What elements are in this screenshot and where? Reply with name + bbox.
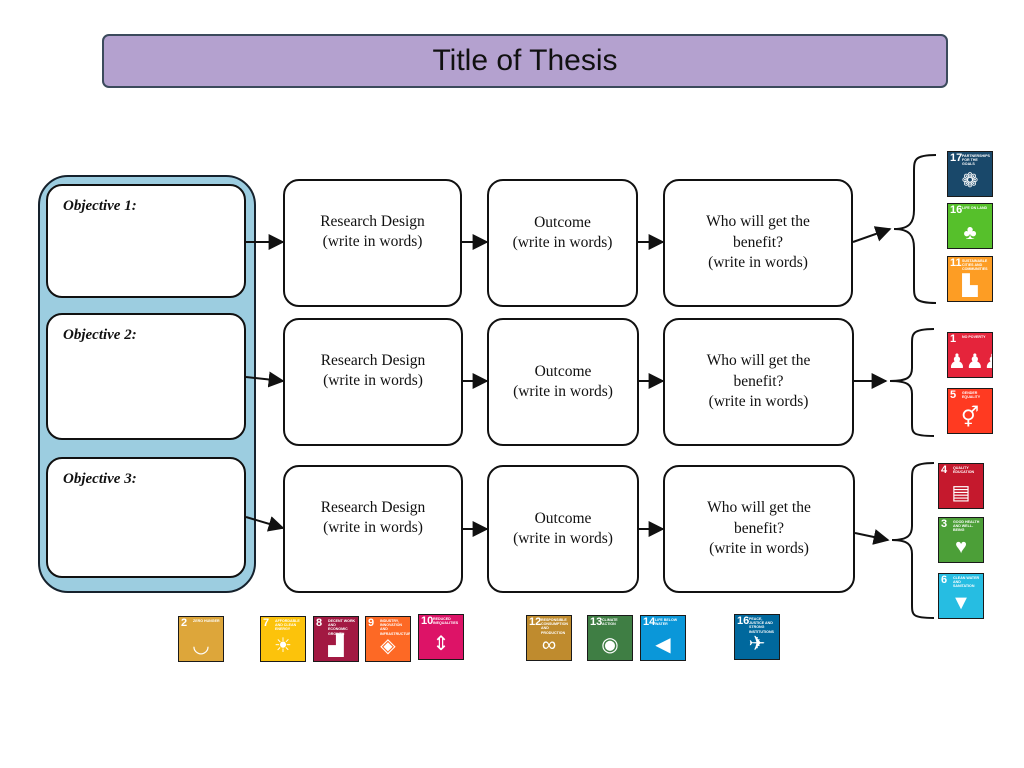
sdg-label: Good health and well-being	[953, 520, 980, 533]
sdg-label: Industry, innovation and infrastructure	[380, 619, 411, 636]
arrow-obj3-rd3	[245, 516, 285, 532]
sdg-label: Responsible consumption and production	[541, 618, 568, 635]
sdg-number: 3	[941, 518, 948, 530]
sdg-3-icon: 3 Good health and well-being ♥	[938, 517, 984, 563]
sdg-7-icon: 7 Affordable and clean energy ☀	[260, 616, 306, 662]
cubes-icon: ◈	[380, 635, 396, 657]
objective-2-box[interactable]: Objective 2:	[46, 313, 246, 440]
sdg-16-icon: 16Life on land ♣	[947, 203, 993, 249]
sdg-number: 4	[941, 464, 948, 476]
sdg-label: Zero hunger	[193, 619, 220, 623]
sdg-number: 6	[941, 574, 948, 586]
water-icon: ▼	[951, 592, 971, 614]
sdg-number: 8	[316, 617, 323, 629]
sdg-number: 10	[421, 615, 434, 627]
sdg-8-icon: 8 Decent work and economic growth▟	[313, 616, 359, 662]
sdg-2-icon: 2 Zero hunger ◡	[178, 616, 224, 662]
objective-1-box[interactable]: Objective 1:	[46, 184, 246, 298]
sdg-label: Peace, justice and strong institutions	[749, 617, 774, 634]
sdg-number: 1	[950, 333, 957, 345]
sdg-10-icon: 10Reduced inequalities ⇕	[418, 614, 464, 660]
sdg-number: 16	[950, 204, 963, 216]
sdg-number: 13	[590, 616, 603, 628]
outcome-box-3[interactable]: Outcome (write in words)	[487, 465, 639, 593]
sdg-label: Affordable and clean energy	[275, 619, 300, 632]
sdg-16-peace-icon: 16Peace, justice and strong institutions…	[734, 614, 780, 660]
heartbeat-icon: ♥	[955, 536, 967, 558]
gender-icon: ⚥	[960, 407, 980, 429]
sdg-label: Clean water and sanitation	[953, 576, 980, 589]
sdg-label: Sustainable cities and communities	[962, 259, 988, 272]
outcome-box-2[interactable]: Outcome (write in words)	[487, 318, 639, 446]
research-design-box-2[interactable]: Research Design (write in words)	[283, 318, 463, 446]
sdg-number: 5	[950, 389, 957, 401]
arrow-obj2-rd2	[245, 371, 285, 388]
growth-chart-icon: ▟	[328, 635, 344, 657]
sdg-number: 16	[737, 615, 750, 627]
sdg-17-icon: 17Partnerships for the goals ❁	[947, 151, 993, 197]
title-bar: Title of Thesis	[102, 34, 948, 88]
sdg-6-icon: 6 Clean water and sanitation ▼	[938, 573, 984, 619]
sdg-number: 7	[263, 617, 270, 629]
sdg-label: Decent work and economic growth	[328, 619, 356, 636]
sdg-13-icon: 13Climate action ◉	[587, 615, 633, 661]
dove-icon: ✈	[748, 633, 766, 655]
arrow-ben1-sdg	[852, 226, 892, 243]
research-design-box-3[interactable]: Research Design (write in words)	[283, 465, 463, 593]
sdg-number: 11	[950, 257, 962, 269]
brace-3	[891, 462, 935, 619]
partnership-icon: ❁	[961, 170, 979, 192]
sdg-number: 2	[181, 617, 188, 629]
city-icon: ▙	[962, 275, 978, 297]
objective-3-box[interactable]: Objective 3:	[46, 457, 246, 578]
sdg-4-icon: 4 Quality education ▤	[938, 463, 984, 509]
sdg-label: Gender equality	[962, 391, 981, 400]
sdg-9-icon: 9 Industry, innovation and infrastructure…	[365, 616, 411, 662]
outcome-box-1[interactable]: Outcome (write in words)	[487, 179, 638, 307]
sdg-number: 12	[529, 616, 542, 628]
eye-globe-icon: ◉	[601, 634, 619, 656]
family-icon: ♟♟♟	[948, 351, 992, 373]
sdg-12-icon: 12Responsible consumption and production…	[526, 615, 572, 661]
sdg-label: Life below water	[655, 618, 678, 627]
sdg-label: Partnerships for the goals	[962, 154, 990, 167]
sdg-label: Life on land	[962, 206, 988, 210]
sdg-1-icon: 1 No poverty ♟♟♟	[947, 332, 993, 378]
sdg-number: 17	[950, 152, 963, 164]
brace-1	[893, 154, 937, 304]
beneficiary-box-2[interactable]: Who will get the benefit? (write in word…	[663, 318, 854, 446]
sdg-11-icon: 11Sustainable cities and communities ▙	[947, 256, 993, 302]
brace-2	[889, 328, 935, 437]
sdg-label: Climate action	[602, 618, 618, 627]
sdg-label: No poverty	[962, 335, 986, 339]
fish-icon: ◀	[655, 634, 671, 656]
page-title: Title of Thesis	[432, 44, 618, 77]
arrow-ben3-sdg	[854, 529, 890, 545]
sdg-number: 9	[368, 617, 375, 629]
sdg-label: Quality education	[953, 466, 975, 475]
research-design-box-1[interactable]: Research Design (write in words)	[283, 179, 462, 307]
book-icon: ▤	[951, 482, 971, 504]
sun-icon: ☀	[274, 635, 292, 657]
infinity-icon: ∞	[541, 634, 557, 656]
bowl-icon: ◡	[192, 635, 210, 657]
tree-icon: ♣	[963, 222, 977, 244]
equality-icon: ⇕	[432, 633, 450, 655]
beneficiary-box-3[interactable]: Who will get the benefit? (write in word…	[663, 465, 855, 593]
beneficiary-box-1[interactable]: Who will get the benefit? (write in word…	[663, 179, 853, 307]
sdg-number: 14	[643, 616, 656, 628]
sdg-5-icon: 5 Gender equality ⚥	[947, 388, 993, 434]
sdg-14-icon: 14Life below water ◀	[640, 615, 686, 661]
sdg-label: Reduced inequalities	[433, 617, 459, 626]
